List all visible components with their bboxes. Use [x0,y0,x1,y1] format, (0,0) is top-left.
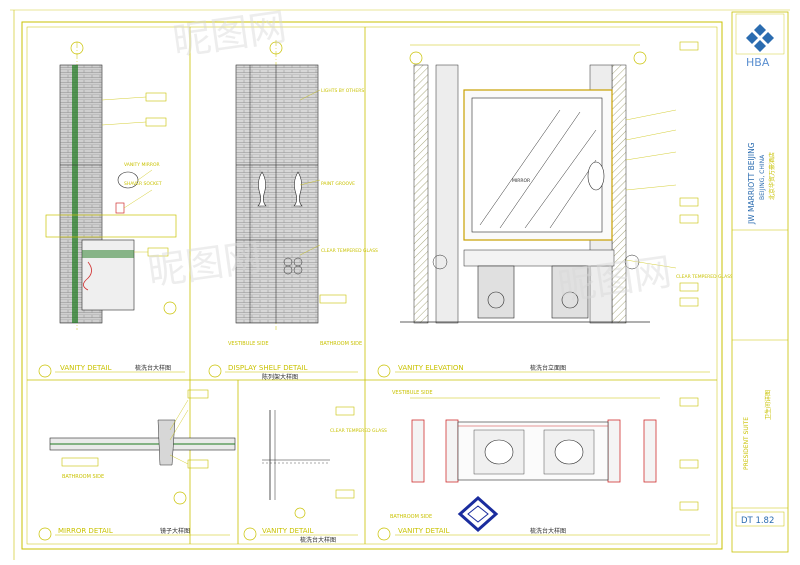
view-title: DISPLAY SHELF DETAIL [228,364,308,372]
tag-vestibule: VESTIBULE SIDE [392,390,433,396]
drawing-number: DT 1.82 [741,516,774,526]
section-title-cn: 卫生间详图 [764,390,772,420]
note-vanity-mirror: VANITY MIRROR [124,162,160,168]
view-title-cn: 梳洗台大样图 [135,364,171,372]
project-name-cn: 北京华贸万豪酒店 [768,152,776,200]
view-vanity-plan [410,397,699,533]
tag-bathroom: BATHROOM SIDE [390,514,432,520]
view-vanity-elevation [400,41,699,324]
sheet-inner-border [26,26,718,545]
view-title-cn: 陈列架大样图 [262,373,298,381]
view-title: MIRROR DETAIL [58,527,113,535]
section-title: PRESIDENT SUITE [743,417,750,470]
view-display-shelf [235,40,347,330]
view-title: VANITY DETAIL [398,527,450,535]
note-shaver: SHAVER SOCKET [124,181,162,187]
tag-vestibule: VESTIBULE SIDE [228,341,269,347]
view-title: VANITY ELEVATION [398,364,464,372]
view-title-cn: 梳洗台大样图 [300,536,336,544]
project-location: BEIJING, CHINA [759,154,766,200]
view-title: VANITY DETAIL [262,527,314,535]
firm-name: HBA [746,56,770,69]
view-title-cn: 梳洗台立面图 [530,364,566,372]
view-title-cn: 梳洗台大样图 [530,527,566,535]
note-lights: LIGHTS BY OTHERS [321,88,364,94]
tag-bathroom: BATHROOM SIDE [320,341,362,347]
note-clear-glass: CLEAR TEMPERED GLASS [321,248,378,254]
tag-bathroom: BATHROOM SIDE [62,474,104,480]
hba-logo-icon [746,24,774,52]
note-clear-glass: CLEAR TEMPERED GLASS [676,274,733,280]
sheet-border [21,21,723,550]
view-mirror-detail [49,389,236,505]
note-paint-groove: PAINT GROOVE [321,181,355,187]
title-block: HBA JW MARRIOTT BEIJING BEIJING, CHINA 北… [731,11,789,553]
watermark: 昵图网 [170,4,289,63]
view-title-cn: 镜子大样图 [160,527,190,535]
view-vanity-detail-small [262,406,355,519]
note-mirror: MIRROR [512,178,530,184]
project-name: JW MARRIOTT BEIJING [747,142,756,225]
view-vanity-section [45,41,177,330]
view-title: VANITY DETAIL [60,364,112,372]
note-clear-glass: CLEAR TEMPERED GLASS [330,428,387,434]
